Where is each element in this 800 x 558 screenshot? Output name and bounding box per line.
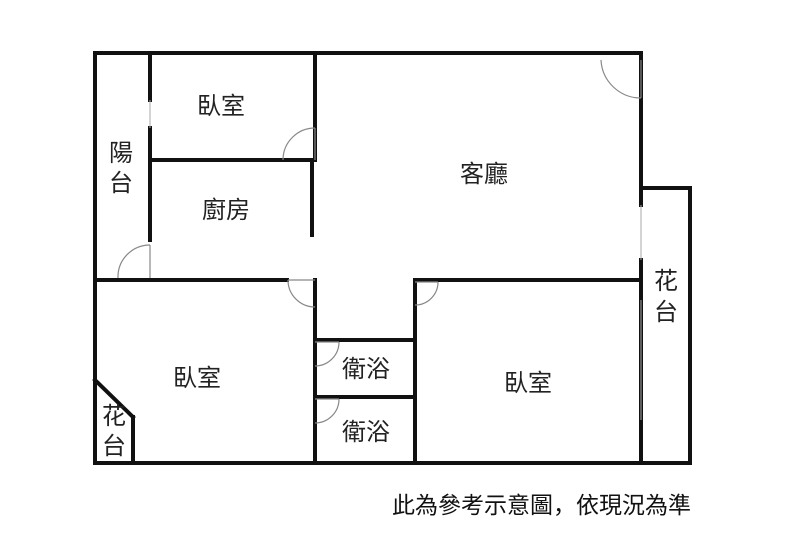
room-label-planter-right-2: 台 — [654, 298, 678, 326]
room-label-bathroom-1: 衛浴 — [342, 355, 390, 383]
disclaimer-note: 此為參考示意圖，依現況為準 — [392, 493, 691, 519]
room-label-kitchen: 廚房 — [202, 196, 250, 224]
room-label-planter-left-1: 花 — [102, 402, 126, 430]
door-swings — [117, 59, 642, 424]
room-label-bedroom-bottom-left: 臥室 — [173, 364, 221, 392]
room-label-living-room: 客廳 — [460, 160, 508, 188]
room-label-balcony-1: 陽 — [109, 139, 133, 167]
room-label-bedroom-bottom-right: 臥室 — [504, 369, 552, 397]
sliding-windows — [149, 100, 642, 420]
room-label-bathroom-2: 衛浴 — [342, 418, 390, 446]
room-label-planter-left-2: 台 — [102, 432, 126, 460]
room-label-bedroom-top: 臥室 — [197, 92, 245, 120]
walls — [92, 51, 692, 465]
room-label-planter-right-1: 花 — [654, 267, 678, 295]
room-label-balcony-2: 台 — [109, 169, 133, 197]
